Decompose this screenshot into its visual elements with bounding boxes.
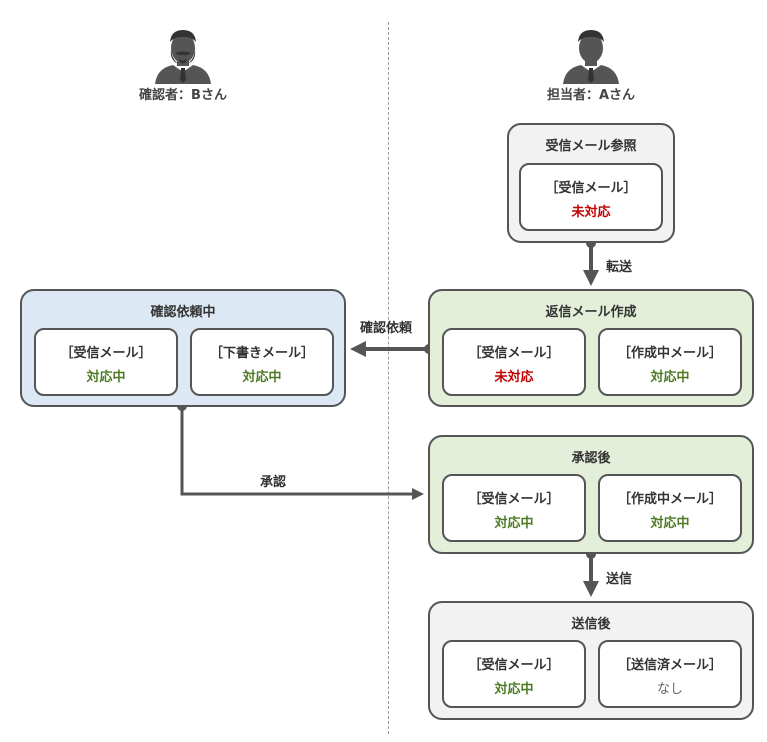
received-mail-card: ［受信メール］ 未対応 — [519, 163, 663, 231]
panel-title: 返信メール作成 — [545, 305, 637, 320]
card-label: ［受信メール］ — [468, 492, 560, 507]
approve-label: 承認 — [260, 475, 287, 490]
assignee-label: 担当者：Aさん — [546, 88, 636, 103]
status-in-progress: 対応中 — [494, 516, 534, 531]
composing-mail-card: ［作成中メール］ 対応中 — [598, 474, 742, 542]
card-label: ［受信メール］ — [468, 346, 560, 361]
card-label: ［送信済メール］ — [617, 658, 722, 673]
swimlane-divider — [388, 22, 389, 734]
forward-connector — [583, 238, 599, 286]
panel-title: 受信メール参照 — [545, 139, 637, 154]
approve-connector — [177, 401, 424, 500]
card-label: ［作成中メール］ — [617, 346, 722, 361]
received-mail-card: ［受信メール］ 対応中 — [442, 474, 586, 542]
status-in-progress: 対応中 — [86, 370, 126, 385]
sent-panel: 送信後 ［受信メール］ 対応中 ［送信済メール］ なし — [428, 601, 754, 720]
request-label: 確認依頼 — [360, 321, 413, 336]
status-in-progress: 対応中 — [650, 516, 690, 531]
composing-mail-card: ［作成中メール］ 対応中 — [598, 328, 742, 396]
approved-panel: 承認後 ［受信メール］ 対応中 ［作成中メール］ 対応中 — [428, 435, 754, 554]
status-in-progress: 対応中 — [494, 682, 534, 697]
received-mail-card: ［受信メール］ 対応中 — [442, 640, 586, 708]
status-unhandled: 未対応 — [494, 370, 534, 385]
card-label: ［下書きメール］ — [209, 346, 314, 361]
status-none: なし — [656, 682, 683, 697]
reviewer-label: 確認者：Bさん — [139, 88, 227, 103]
status-unhandled: 未対応 — [571, 205, 611, 220]
received-mail-card: ［受信メール］ 対応中 — [34, 328, 178, 396]
confirm-request-panel: 確認依頼中 ［受信メール］ 対応中 ［下書きメール］ 対応中 — [20, 289, 346, 407]
received-mail-card: ［受信メール］ 未対応 — [442, 328, 586, 396]
sent-mail-card: ［送信済メール］ なし — [598, 640, 742, 708]
person-icon — [563, 30, 619, 84]
person-mustache-icon — [155, 30, 211, 84]
send-connector — [583, 549, 599, 597]
status-in-progress: 対応中 — [242, 370, 282, 385]
card-label: ［受信メール］ — [545, 181, 637, 196]
forward-label: 転送 — [606, 260, 633, 275]
send-label: 送信 — [606, 572, 633, 587]
draft-mail-card: ［下書きメール］ 対応中 — [190, 328, 334, 396]
reviewer-actor: 確認者：Bさん — [139, 28, 227, 103]
panel-title: 確認依頼中 — [150, 305, 216, 320]
card-label: ［受信メール］ — [468, 658, 560, 673]
reply-mail-panel: 返信メール作成 ［受信メール］ 未対応 ［作成中メール］ 対応中 — [428, 289, 754, 407]
status-in-progress: 対応中 — [650, 370, 690, 385]
panel-title: 承認後 — [571, 451, 611, 466]
received-mail-panel: 受信メール参照 ［受信メール］ 未対応 — [507, 123, 675, 243]
card-label: ［作成中メール］ — [617, 492, 722, 507]
card-label: ［受信メール］ — [60, 346, 152, 361]
assignee-actor: 担当者：Aさん — [547, 28, 635, 103]
request-connector — [350, 341, 434, 357]
panel-title: 送信後 — [571, 617, 611, 632]
